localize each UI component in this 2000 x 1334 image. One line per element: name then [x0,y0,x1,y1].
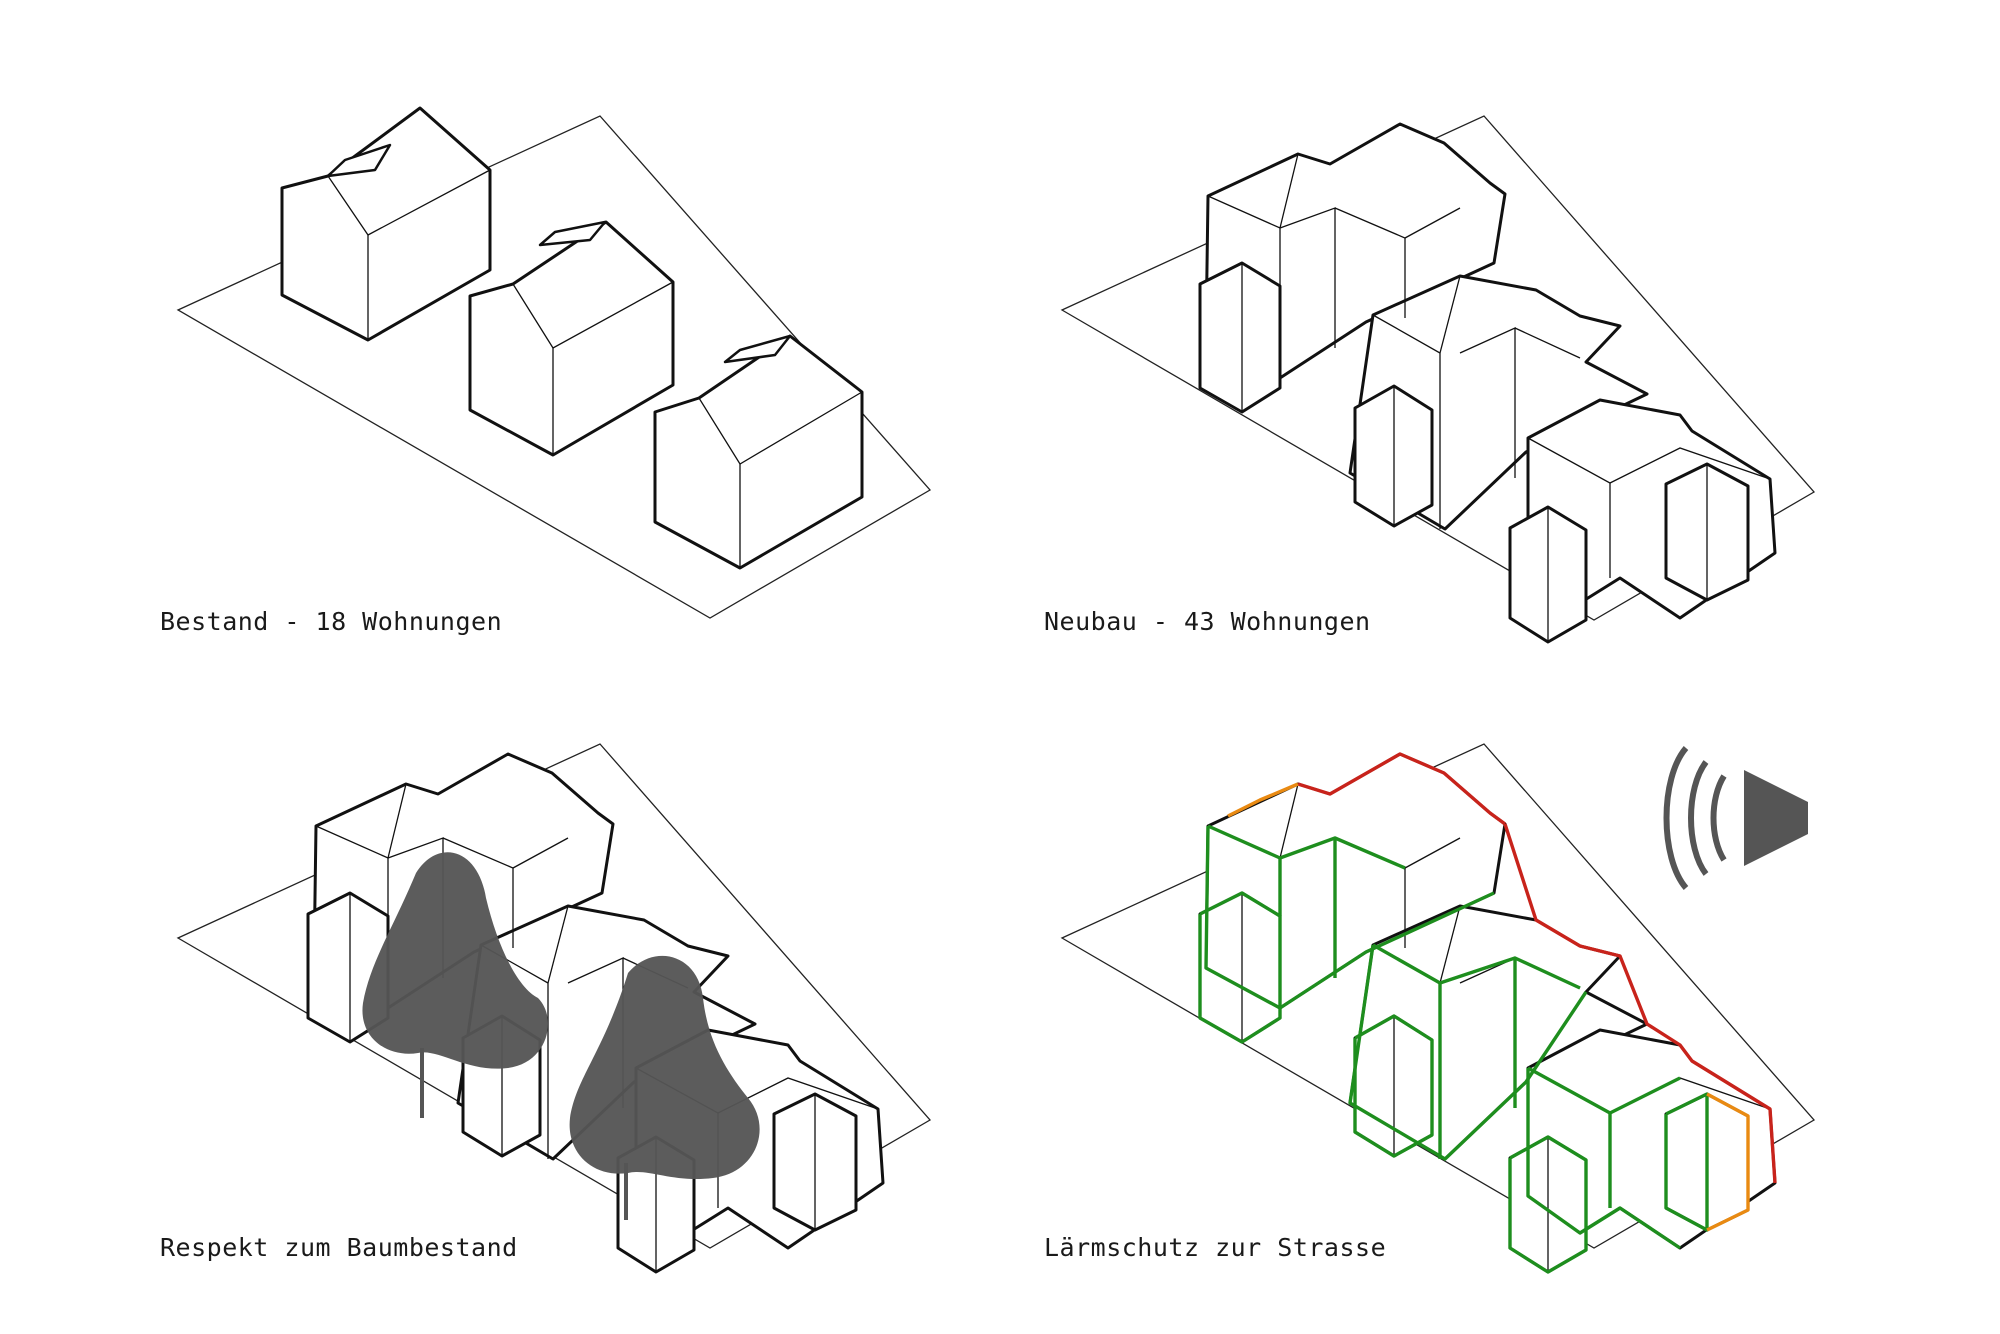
new-building-complex [1198,122,1777,644]
existing-house-3 [653,334,864,570]
caption-neubau: Neubau - 43 Wohnungen [1044,607,1371,636]
panel-neubau: Neubau - 43 Wohnungen [1044,115,1816,644]
existing-house-1 [280,106,492,342]
caption-laermschutz: Lärmschutz zur Strasse [1044,1233,1386,1262]
loud-facade-lines [1297,752,1777,1184]
caption-baumbestand: Respekt zum Baumbestand [160,1233,518,1262]
tree-icon [362,852,548,1118]
medium-facade-lines [1227,782,1750,1232]
existing-house-2 [468,220,675,457]
caption-bestand: Bestand - 18 Wohnungen [160,607,502,636]
speaker-icon [1663,746,1808,890]
panel-baumbestand: Respekt zum Baumbestand [160,743,932,1274]
quiet-facade-lines [1198,824,1709,1274]
panel-laermschutz: Lärmschutz zur Strasse [1044,743,1816,1274]
panel-bestand: Bestand - 18 Wohnungen [160,106,932,636]
tree-icon [569,955,760,1220]
